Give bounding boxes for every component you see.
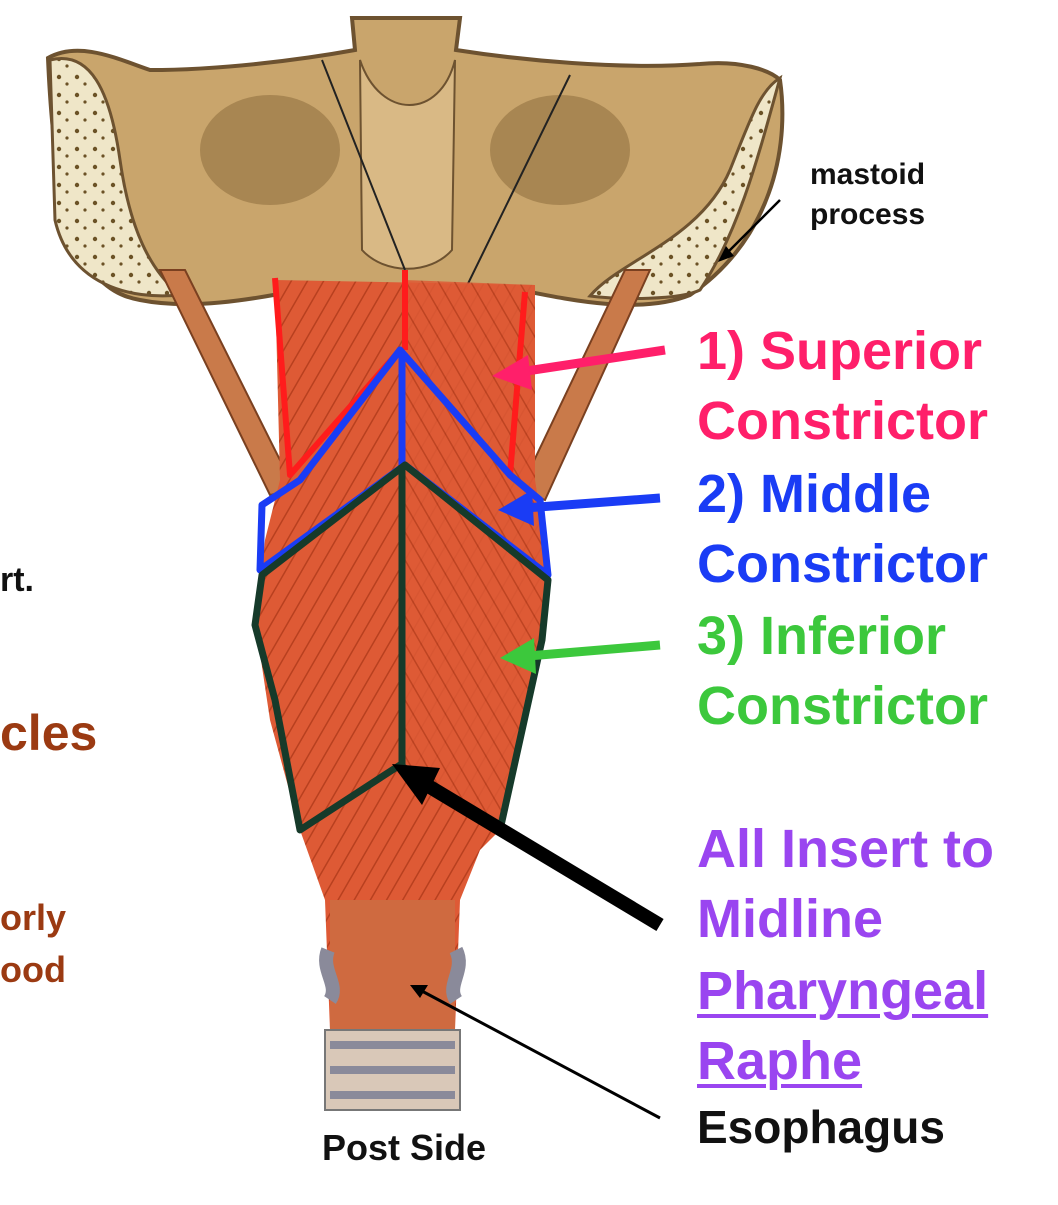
esophagus-label: Esophagus [697, 1101, 945, 1153]
inferior-constrictor-label-line1: 3) Inferior [697, 606, 947, 666]
raphe-label-line3: Pharyngeal [697, 961, 989, 1021]
arrow-inferior [500, 638, 661, 674]
cropped-text-1: rt. [0, 561, 34, 599]
cartilage-ring [319, 947, 340, 1004]
esophagus-tube [330, 900, 455, 1030]
skull-fossa-left [200, 95, 340, 205]
stylopharyngeus-right [518, 269, 652, 502]
trachea-rings [330, 1041, 455, 1099]
mastoid-right [587, 74, 783, 300]
arrow-esophagus [410, 985, 661, 1120]
leader-line [321, 59, 406, 271]
raphe-label-line4: Raphe [697, 1031, 863, 1091]
mastoid-label-line2: process [810, 198, 926, 231]
cropped-text-4: ood [0, 949, 66, 990]
mastoid-left [48, 57, 184, 298]
middle-constrictor-label-line2: Constrictor [697, 534, 989, 594]
leader-line [459, 74, 571, 301]
skull-fossa-right [490, 95, 630, 205]
raphe-label-line2: Midline [697, 889, 883, 949]
cartilage-ring [446, 946, 466, 1004]
middle-constrictor-label-line1: 2) Middle [697, 464, 932, 524]
post-side-label: Post Side [322, 1127, 487, 1168]
arrow-mastoid [718, 199, 781, 262]
raphe-label-line1: All Insert to [697, 819, 995, 879]
superior-constrictor-label-line2: Constrictor [697, 391, 989, 451]
cropped-text-2: cles [0, 705, 98, 761]
arrow-raphe [392, 764, 664, 932]
superior-constrictor-label-line1: 1) Superior [697, 321, 983, 381]
cropped-text-3: orly [0, 897, 67, 938]
mastoid-label-line1: mastoid [810, 158, 926, 191]
arrow-superior [492, 345, 666, 390]
inferior-constrictor-label-line2: Constrictor [697, 676, 989, 736]
arrow-middle [498, 490, 661, 526]
